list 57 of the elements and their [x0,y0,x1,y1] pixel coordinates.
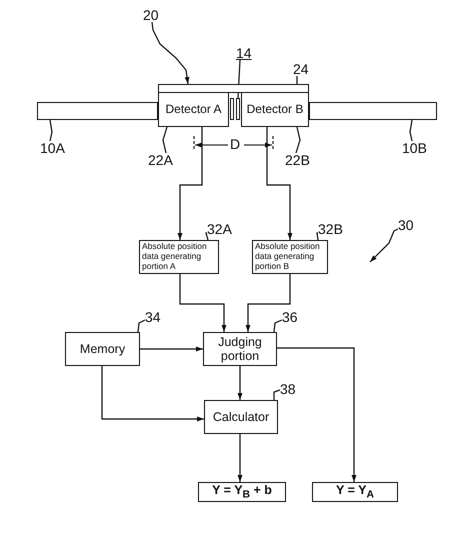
sensor-plate [236,98,240,120]
reference-numeral: 32A [207,222,232,236]
reference-numeral: 38 [280,382,296,396]
process-box [204,400,278,434]
arrow [266,127,292,240]
process-box [203,332,277,366]
arrow [179,274,226,332]
leader-line [273,319,282,332]
rail-bar [37,102,158,120]
reference-numeral: 20 [143,8,159,22]
dimension-label: D [229,137,242,151]
leader-line [370,228,398,262]
leader-line [295,126,301,154]
process-box [198,482,286,502]
sensor-plate [230,98,234,120]
reference-numeral: 22A [148,153,173,167]
arrow [238,366,242,400]
process-box [252,240,328,274]
box-label: Y = Y$_{A}$ [336,482,374,502]
arrow [140,346,203,352]
arrow [277,347,356,482]
box-label: Y = Y$_{B}$ + b [212,482,272,502]
box-label: Memory [80,342,126,356]
arrow [238,434,242,482]
reference-numeral: 10B [402,141,427,155]
box-label: Absolute position data generating portion B [255,242,321,272]
leader-line [137,319,146,332]
process-box [158,92,229,127]
box-label: Calculator [212,410,270,424]
arrow [178,127,203,240]
arrow [101,366,204,422]
arrow [246,274,291,332]
reference-numeral: 36 [282,310,298,324]
reference-numeral: 14 [236,46,252,60]
leader-line [151,22,190,84]
box-label: Absolute position data generating portion A [142,242,208,272]
cover-plate [158,84,309,93]
leader-line [162,126,168,154]
leader-line [49,120,53,142]
process-box [241,92,309,127]
process-box [65,332,140,366]
leader-line [316,232,319,240]
box-label: Judging portion [217,334,263,364]
reference-numeral: 24 [293,62,309,76]
reference-numeral: 22B [285,153,310,167]
box-label: Detector B [246,102,304,116]
reference-numeral: 30 [398,218,414,232]
leader-line [409,120,413,142]
rail-bar [309,102,437,120]
reference-numeral: 32B [318,222,343,236]
box-label: Detector A [165,102,222,116]
reference-numeral: 34 [145,310,161,324]
process-box [139,240,219,274]
reference-numeral: 10A [40,141,65,155]
process-box [312,482,398,502]
leader-line [205,232,209,240]
leader-line [273,389,280,400]
